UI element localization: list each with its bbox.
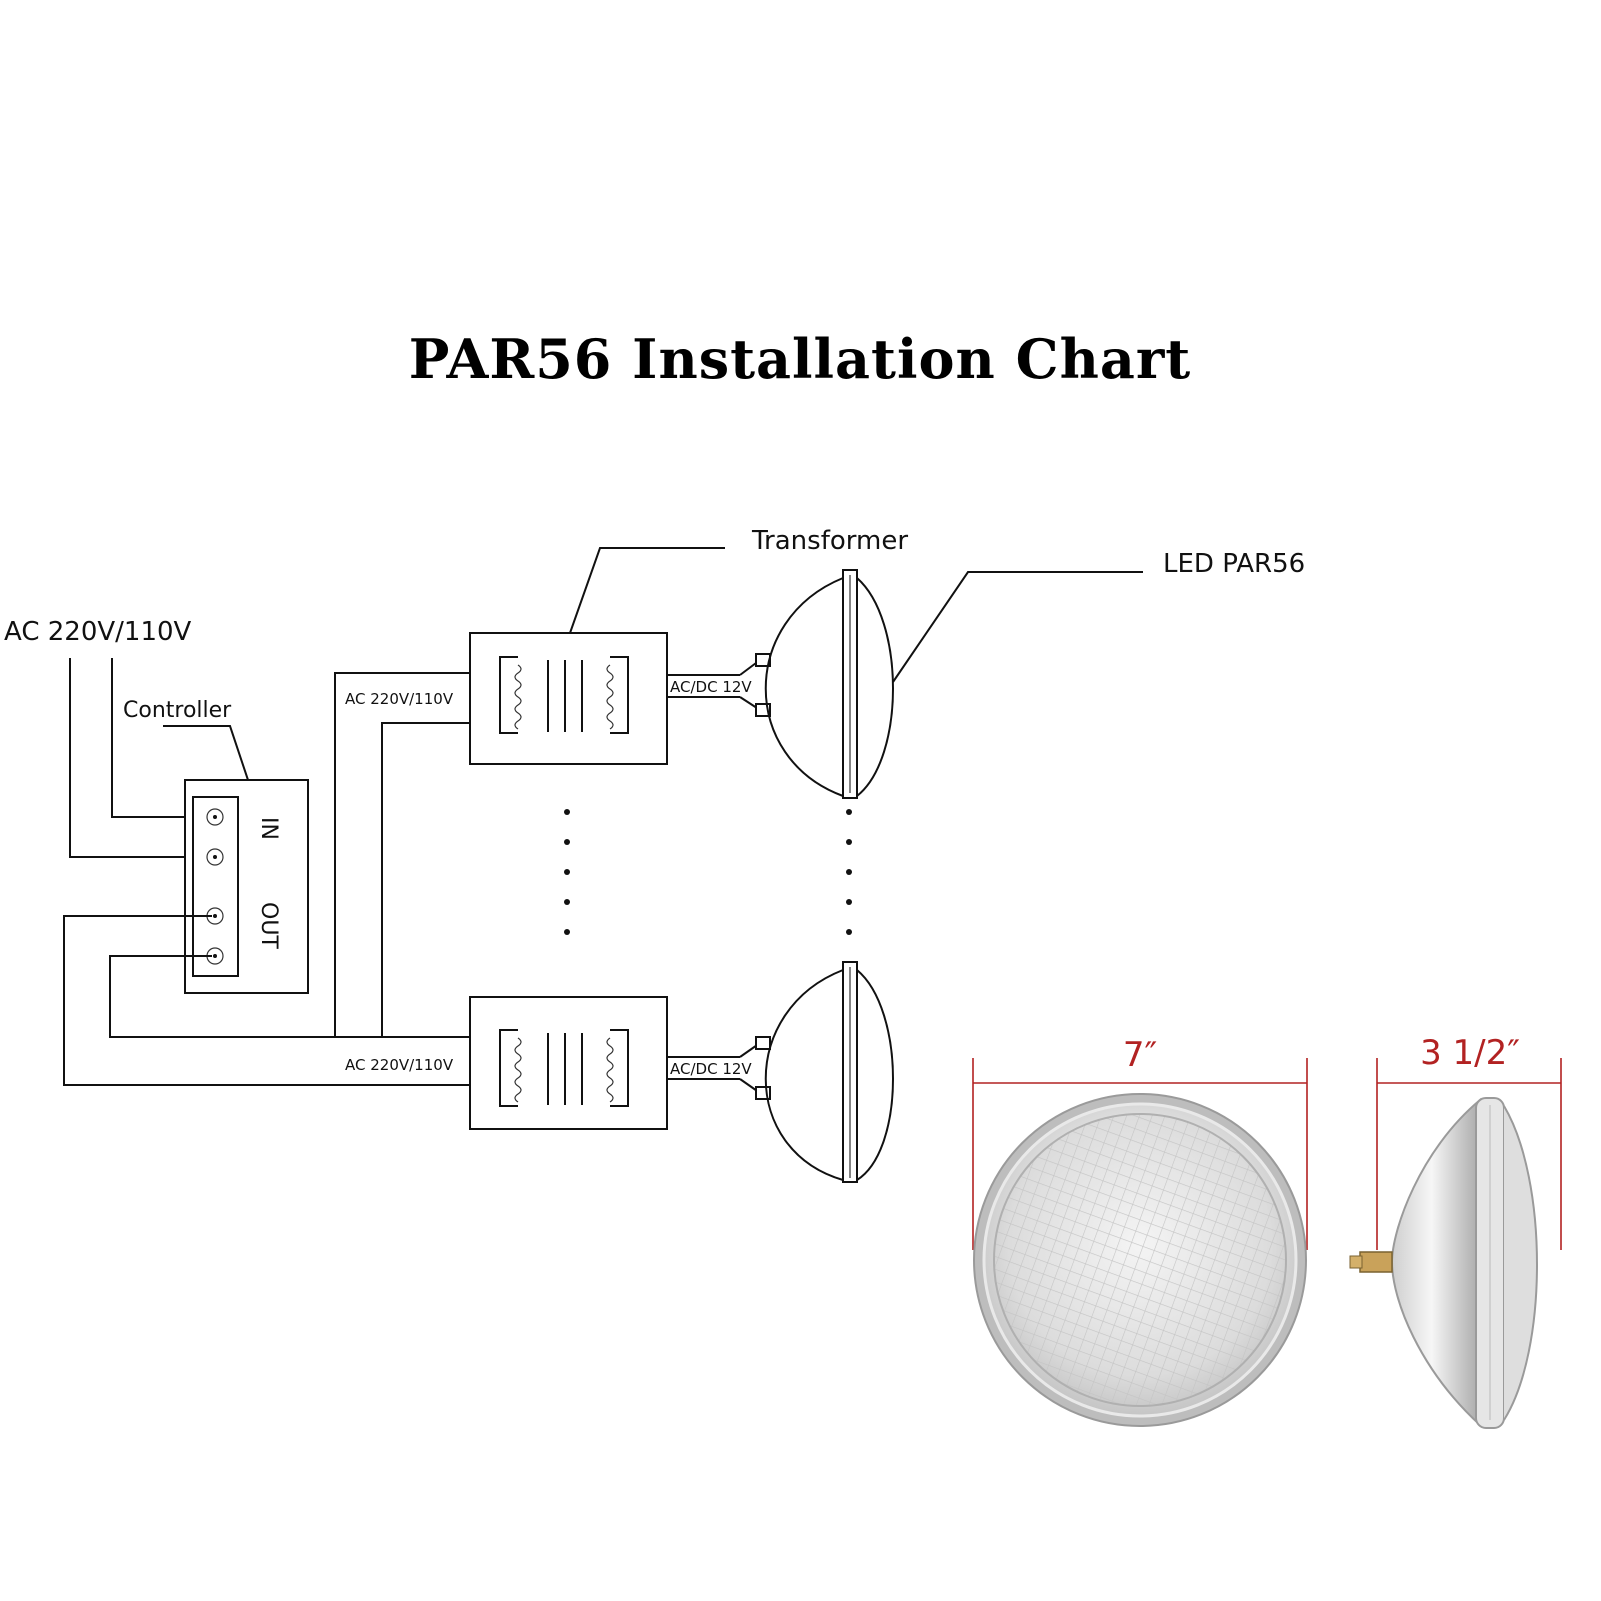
output-leads-bottom: [667, 1056, 740, 1080]
diameter-dimension: 7″: [972, 1035, 1308, 1250]
controller-out-label: OUT: [256, 902, 281, 949]
diameter-label: 7″: [1123, 1035, 1157, 1075]
controller: IN OUT: [184, 779, 309, 994]
led-leader: [892, 571, 1143, 683]
lamp-front-photo: [973, 1093, 1307, 1427]
transformer-leader: [569, 547, 725, 634]
out-wire-inner: [109, 955, 470, 1038]
transformer-top-input-label: AC 220V/110V: [345, 690, 454, 708]
continuation-dots-transformers: [564, 809, 570, 935]
ac-wire-left: [69, 658, 212, 858]
lamp-terminal-bottom-a: [755, 1036, 771, 1050]
ac-input-label: AC 220V/110V: [4, 617, 192, 647]
ac-wire-right: [111, 658, 212, 818]
output-label-bottom: AC/DC 12V: [670, 1060, 752, 1078]
depth-label: 3 1/2″: [1420, 1033, 1520, 1073]
output-leads-top: [667, 674, 740, 698]
transformer-bottom-input-label: AC 220V/110V: [345, 1056, 454, 1074]
led-lamp-bottom: [764, 961, 894, 1183]
led-par56-label: LED PAR56: [1163, 549, 1305, 579]
trunk-wire-inner: [381, 722, 470, 1037]
chart-title: PAR56 Installation Chart: [409, 327, 1191, 391]
continuation-dots-lamps: [846, 809, 852, 935]
controller-in-label: IN: [256, 817, 281, 840]
transformer-top: [469, 632, 668, 765]
depth-dimension: 3 1/2″: [1376, 1033, 1562, 1250]
transformer-bottom: [469, 996, 668, 1130]
out-wire-outer: [63, 915, 470, 1086]
trunk-wire-outer: [334, 672, 470, 1037]
led-lamp-top: [764, 569, 894, 799]
controller-leader: [163, 725, 249, 781]
transformer-label: Transformer: [751, 526, 908, 556]
output-label-top: AC/DC 12V: [670, 678, 752, 696]
lamp-side-photo: [1349, 1097, 1538, 1429]
controller-label: Controller: [123, 698, 232, 723]
